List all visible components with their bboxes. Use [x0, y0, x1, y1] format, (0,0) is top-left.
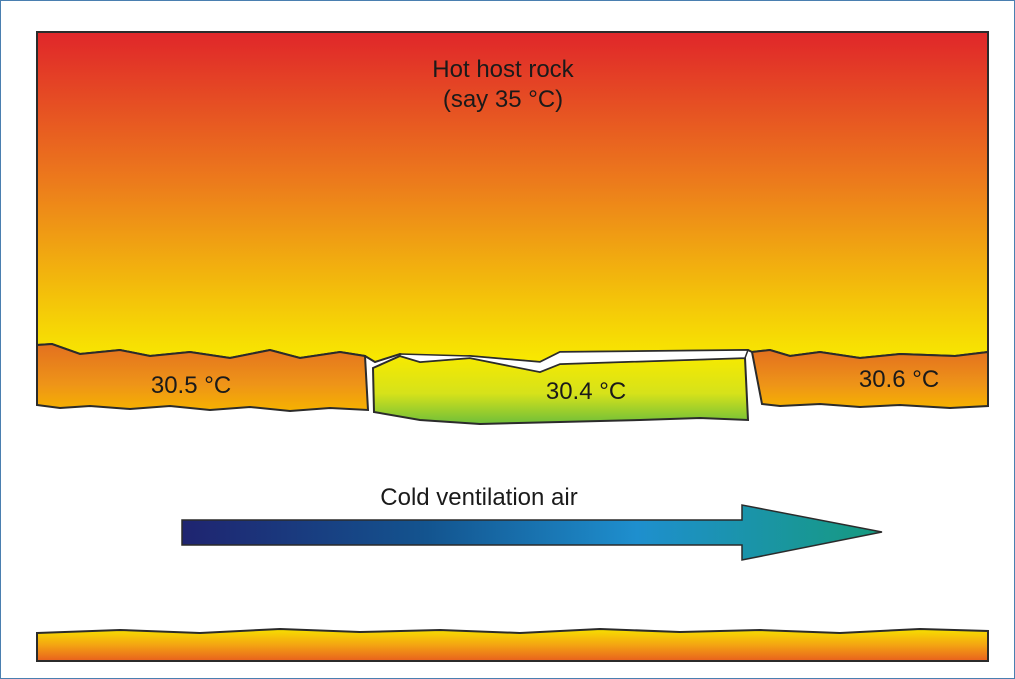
host-rock-temperature: (say 35 °C) — [443, 86, 563, 113]
left-rock-segment — [36, 342, 370, 413]
airflow-label: Cold ventilation air — [380, 484, 577, 511]
middle-segment-gap — [399, 349, 750, 373]
right-rock-segment — [750, 348, 989, 410]
airflow-arrow — [181, 504, 883, 561]
left-segment-temperature: 30.5 °C — [151, 372, 231, 399]
host-rock-title: Hot host rock — [432, 56, 574, 83]
middle-segment-temperature: 30.4 °C — [546, 378, 626, 405]
right-segment-temperature: 30.6 °C — [859, 366, 939, 393]
floor-rock — [36, 627, 989, 662]
